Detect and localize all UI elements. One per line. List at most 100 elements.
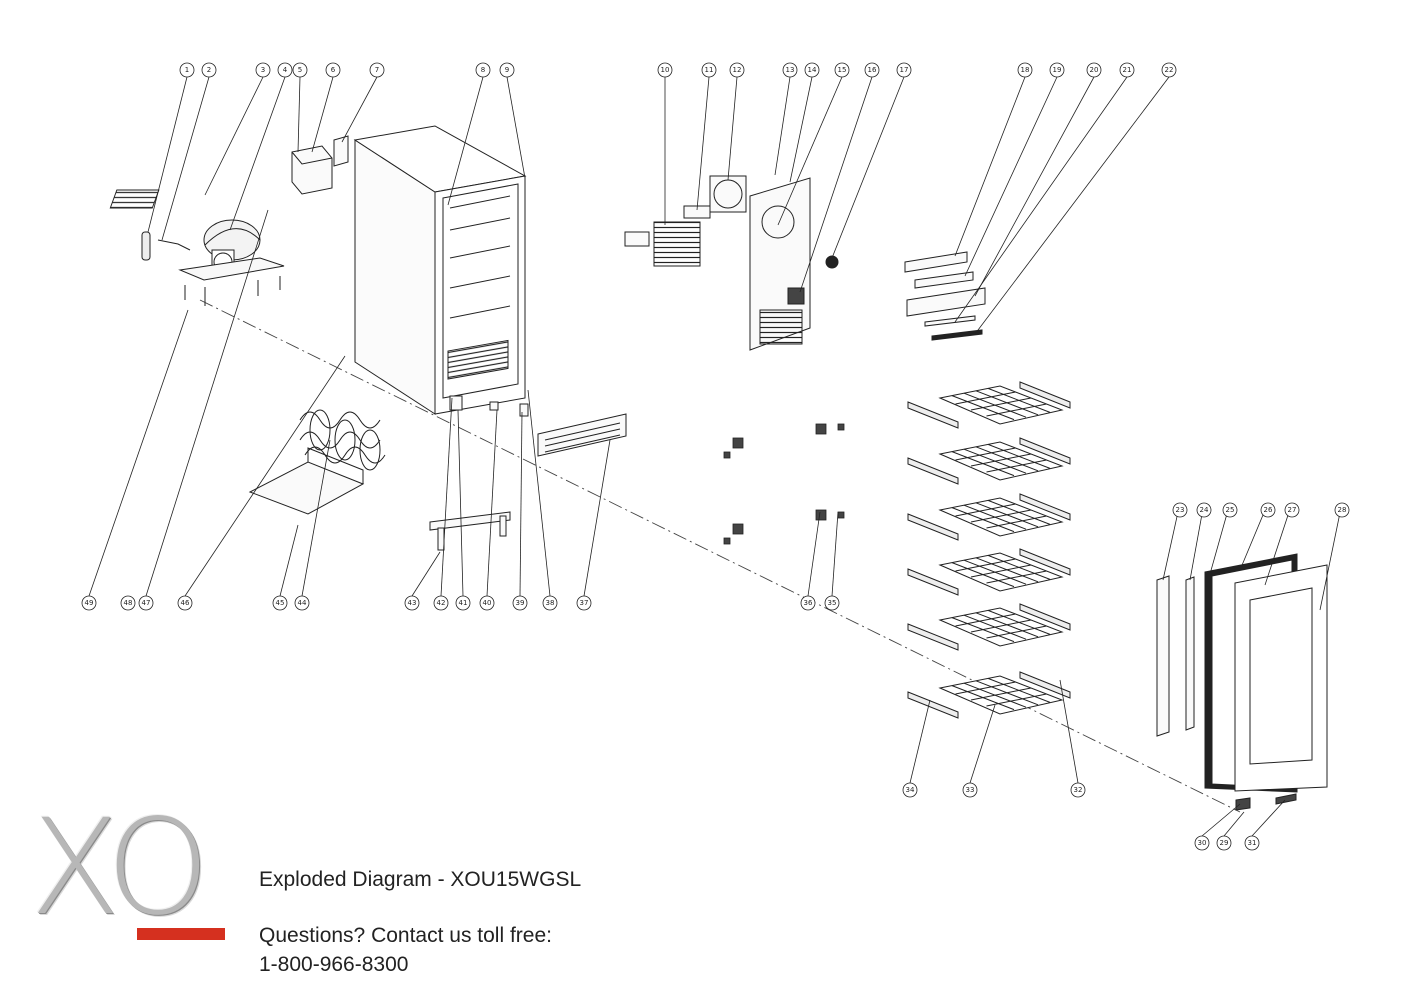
callout-6: 6: [311, 62, 341, 153]
door-assembly: [1156, 553, 1328, 811]
callout-circle: [1334, 502, 1350, 518]
callout-33: 33: [962, 704, 996, 798]
callout-16: 16: [799, 62, 880, 293]
callout-8: 8: [447, 62, 491, 206]
callout-circle: [1244, 835, 1260, 851]
leader-line: [1059, 679, 1079, 784]
callout-circle: [1216, 835, 1232, 851]
callout-number: 12: [733, 66, 742, 74]
callout-27: 27: [1264, 502, 1300, 586]
callout-circle: [1260, 502, 1276, 518]
leader-line: [506, 76, 526, 179]
callout-number: 18: [1021, 66, 1030, 74]
leader-line: [777, 76, 843, 226]
callout-20: 20: [974, 62, 1102, 297]
leader-line: [1319, 502, 1343, 611]
callout-circle: [542, 595, 558, 611]
callout-number: 2: [207, 66, 211, 74]
callout-45: 45: [272, 524, 299, 611]
callout-number: 32: [1074, 786, 1083, 794]
leader-line: [969, 704, 996, 784]
leader-line: [831, 511, 839, 597]
leader-line: [974, 76, 1095, 297]
callout-10: 10: [657, 62, 673, 225]
leader-line: [229, 76, 286, 231]
callout-number: 16: [868, 66, 877, 74]
callout-circle: [177, 595, 193, 611]
callout-23: 23: [1162, 502, 1188, 581]
callout-circle: [479, 595, 495, 611]
callout-number: 3: [261, 66, 265, 74]
callout-circle: [576, 595, 592, 611]
callout-circle: [729, 62, 745, 78]
callout-43: 43: [404, 551, 441, 611]
callout-number: 37: [580, 599, 589, 607]
callout-circle: [475, 62, 491, 78]
control-panel-assembly: [904, 251, 986, 341]
leader-line: [1264, 502, 1293, 586]
callout-number: 21: [1123, 66, 1132, 74]
leader-line: [1201, 803, 1241, 837]
callout-number: 22: [1165, 66, 1174, 74]
callout-34: 34: [902, 699, 931, 798]
leader-line: [88, 309, 189, 597]
shelf-tier: [907, 603, 1071, 651]
callout-circle: [1119, 62, 1135, 78]
callout-41: 41: [455, 409, 471, 611]
callout-circle: [1017, 62, 1033, 78]
compressor-assembly: [109, 189, 285, 306]
callout-circle: [864, 62, 880, 78]
callout-5: 5: [292, 62, 308, 153]
callout-circle: [804, 62, 820, 78]
callout-35: 35: [824, 511, 840, 611]
callout-number: 41: [459, 599, 468, 607]
callout-number: 9: [505, 66, 509, 74]
shelf-tier: [907, 381, 1071, 429]
callout-circle: [1070, 782, 1086, 798]
callout-38: 38: [527, 389, 558, 611]
assembly-axis-line: [199, 299, 1241, 813]
callout-circle: [782, 62, 798, 78]
callout-30: 30: [1194, 803, 1241, 851]
callout-number: 8: [481, 66, 485, 74]
callout-number: 47: [142, 599, 151, 607]
callout-25: 25: [1209, 502, 1238, 575]
callout-number: 7: [375, 66, 379, 74]
callout-9: 9: [499, 62, 526, 179]
callout-circle: [201, 62, 217, 78]
leader-line: [831, 76, 905, 259]
callout-15: 15: [777, 62, 850, 226]
callout-circle: [138, 595, 154, 611]
callout-circle: [81, 595, 97, 611]
shelf-tier: [907, 671, 1071, 719]
callout-circle: [294, 595, 310, 611]
callout-number: 6: [331, 66, 336, 74]
xo-logo: XO: [30, 802, 240, 952]
callout-40: 40: [479, 409, 498, 611]
callout-31: 31: [1244, 799, 1286, 851]
callout-number: 11: [705, 66, 714, 74]
shelf-tier: [907, 437, 1071, 485]
callout-circle: [1284, 502, 1300, 518]
leader-line: [440, 397, 453, 597]
callout-number: 14: [808, 66, 817, 74]
leader-line: [297, 76, 301, 153]
callout-42: 42: [433, 397, 453, 611]
callout-circle: [1196, 502, 1212, 518]
callout-37: 37: [576, 439, 611, 611]
callout-22: 22: [974, 62, 1177, 335]
leader-line: [311, 76, 334, 153]
phone-number[interactable]: 1-800-966-8300: [259, 953, 409, 976]
callout-circle: [896, 62, 912, 78]
callout-49: 49: [81, 309, 189, 611]
callout-48: 48: [120, 595, 136, 611]
callout-number: 26: [1264, 506, 1273, 514]
callout-circle: [657, 62, 673, 78]
leader-line: [974, 76, 1170, 335]
callout-circle: [1086, 62, 1102, 78]
leader-line: [184, 355, 346, 597]
wine-shelves: [907, 381, 1071, 719]
leader-line: [727, 76, 738, 181]
